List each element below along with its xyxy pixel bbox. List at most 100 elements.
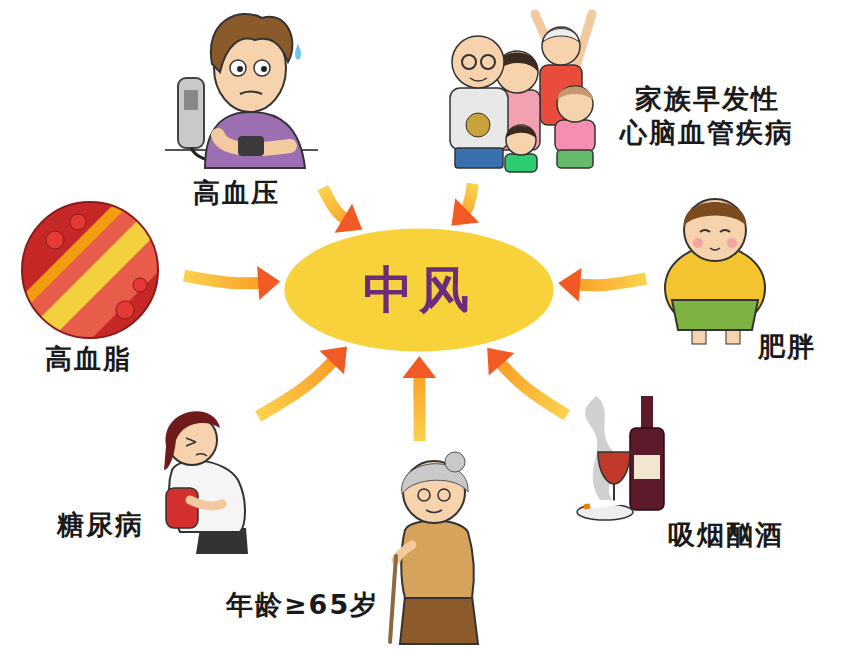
smoking-drinking-figure: [577, 395, 664, 520]
center-ellipse: 中风: [283, 228, 555, 352]
cigarette-tip: [584, 506, 590, 507]
factor-label: 高血脂: [45, 342, 132, 376]
arrow-head: [487, 348, 514, 376]
arrow-shaft: [571, 278, 646, 285]
eyes: [700, 230, 730, 232]
risk-factor: 年龄≥65岁: [215, 445, 500, 650]
center-title: 中风: [363, 260, 475, 320]
risk-arrow: [558, 268, 646, 302]
pupil: [237, 66, 243, 72]
blood-cell: [133, 278, 147, 292]
ellipse-fill: [284, 229, 553, 352]
hair-bun: [445, 452, 465, 472]
factor-label: 高血压: [193, 176, 280, 210]
face: [557, 86, 593, 122]
bottle-neck: [641, 396, 653, 432]
arrow-head: [558, 268, 581, 302]
artery-outline: [22, 202, 158, 338]
face: [452, 36, 504, 88]
factor-label: 肥胖: [758, 330, 816, 364]
arrow-head: [319, 347, 346, 375]
mouth: [710, 248, 720, 250]
skirt: [400, 596, 478, 644]
shorts: [672, 300, 758, 330]
shirt: [505, 154, 537, 172]
blood-cell: [46, 231, 64, 249]
pupil: [261, 66, 267, 72]
glasses: [481, 55, 495, 69]
ball: [466, 113, 490, 137]
arrow-shaft: [496, 358, 567, 416]
arm: [190, 500, 222, 506]
monitor-body: [178, 78, 204, 148]
wine-glass: [598, 452, 630, 484]
top: [401, 521, 474, 599]
elderly-figure: [390, 452, 478, 644]
arm: [396, 545, 412, 560]
hair: [557, 87, 593, 101]
risk-arrow: [184, 266, 280, 300]
arrow-shaft: [184, 276, 267, 284]
risk-arrow: [451, 184, 479, 226]
shorts: [455, 148, 503, 168]
risk-factor: 糖尿病: [40, 390, 255, 550]
shirt: [555, 120, 595, 152]
shirt: [450, 88, 508, 150]
hair: [164, 411, 220, 470]
plaque-edge: [0, 178, 148, 326]
factor-label: 年龄≥65岁: [226, 588, 379, 622]
face: [542, 27, 580, 65]
skirt: [557, 150, 593, 168]
bottle-label: [634, 455, 660, 479]
cheek: [693, 238, 703, 248]
risk-factor: 高血脂: [15, 195, 180, 380]
bottle: [630, 428, 664, 510]
blood-cell: [116, 301, 134, 319]
risk-factor: 吸烟酗酒: [570, 390, 800, 558]
glasses: [462, 55, 476, 69]
glasses: [438, 489, 450, 501]
artery-figure: [0, 178, 200, 380]
vessel: [0, 180, 200, 380]
risk-factor: 高血压: [160, 5, 320, 217]
eye: [230, 60, 246, 76]
face: [684, 199, 746, 261]
hair: [211, 14, 293, 72]
blood-cell: [70, 214, 86, 230]
risk-arrow: [487, 348, 567, 415]
arrow-head: [257, 266, 280, 300]
eye: [186, 438, 196, 446]
glasses: [418, 489, 430, 501]
factor-label: 吸烟酗酒: [668, 518, 784, 552]
mouth: [196, 454, 207, 456]
arrow-head: [402, 356, 436, 378]
cane: [390, 556, 396, 642]
monitor-screen: [184, 90, 198, 110]
mouth: [470, 78, 487, 81]
arrow-head: [451, 198, 479, 226]
risk-factor: 家族早发性 心脑血管疾病: [440, 5, 830, 180]
risk-arrow: [402, 356, 436, 441]
hair: [543, 29, 579, 43]
arrow-shaft: [258, 356, 338, 416]
shirt: [205, 112, 305, 168]
arrow-head: [335, 204, 363, 233]
obesity-figure: [665, 199, 765, 344]
factor-label: 家族早发性 心脑血管疾病: [612, 82, 802, 150]
risk-arrow: [258, 347, 347, 417]
face: [506, 125, 536, 155]
cheek: [727, 238, 737, 248]
cuff: [238, 136, 264, 156]
hair: [684, 202, 746, 226]
factor-label: 糖尿病: [57, 508, 144, 542]
hypertension-figure: [165, 14, 318, 168]
sweat-drop: [295, 44, 301, 60]
mouth: [240, 92, 262, 95]
arrow-shaft: [413, 369, 425, 441]
diabetes-figure: [164, 411, 248, 554]
mouth: [426, 510, 442, 513]
hair: [506, 126, 536, 138]
family-figure: [450, 14, 595, 172]
cigarette: [584, 502, 622, 507]
